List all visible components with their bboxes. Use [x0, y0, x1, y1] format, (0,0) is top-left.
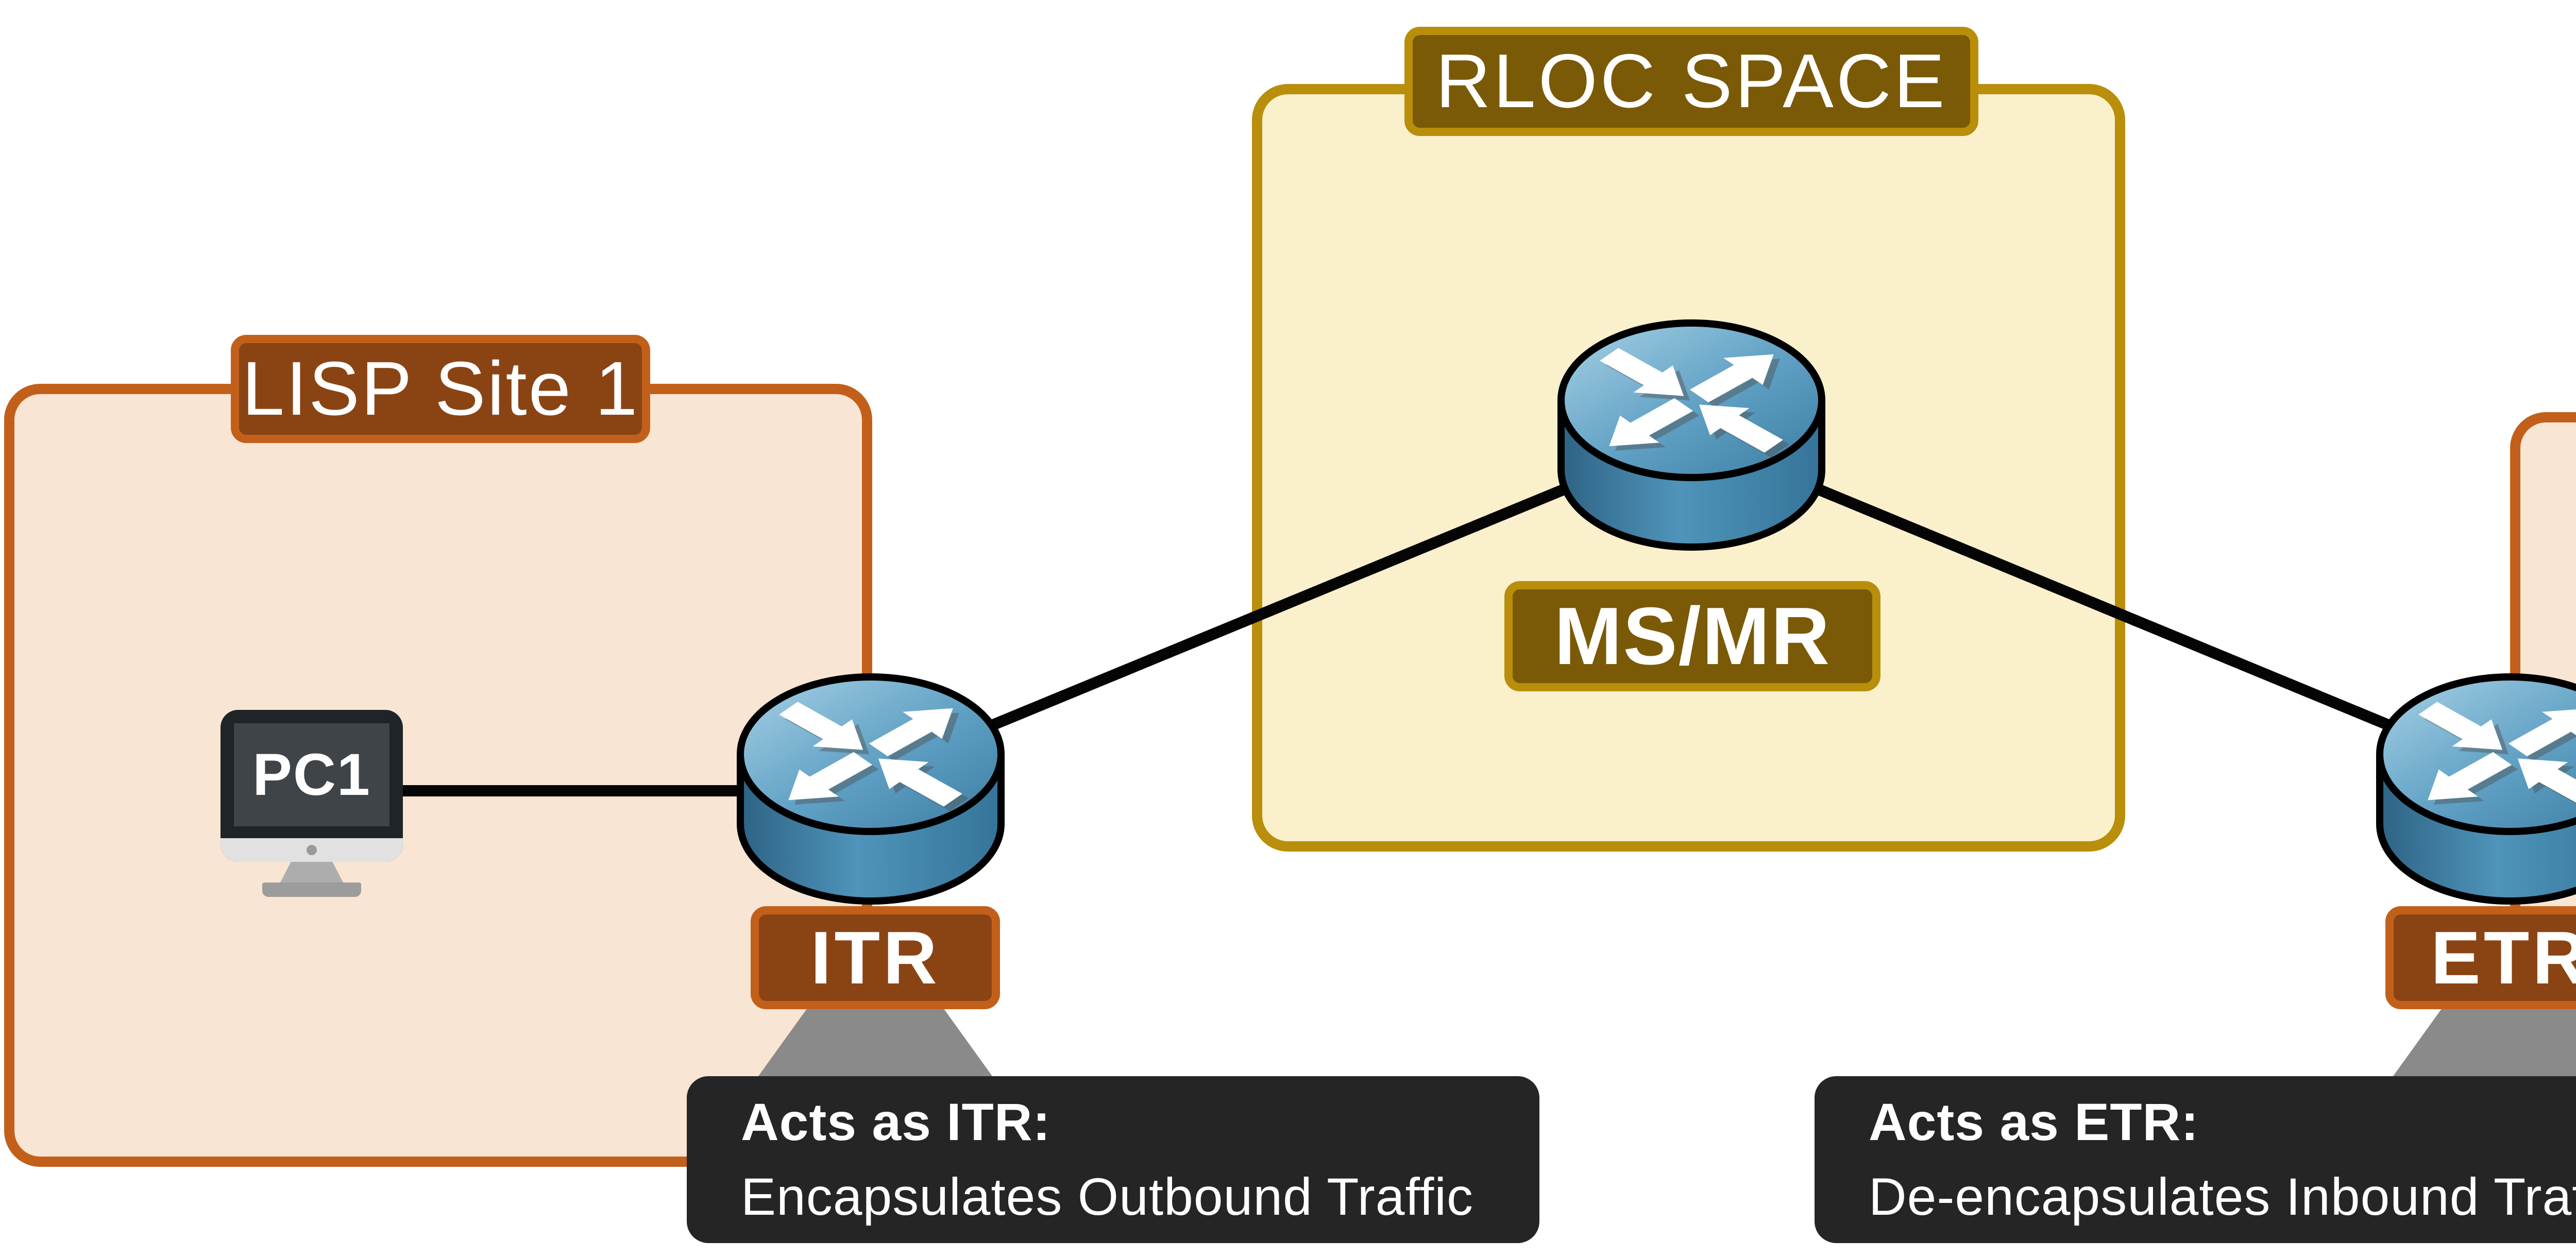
pc1-monitor: PC1	[221, 710, 403, 862]
msmr-label: MS/MR	[1504, 581, 1880, 691]
msmr-router-icon	[1555, 317, 1828, 554]
rloc-space-box	[1252, 84, 2125, 852]
pc1-computer: PC1	[221, 710, 403, 897]
itr-label: ITR	[751, 906, 1000, 1009]
itr-callout-pointer	[754, 1005, 996, 1082]
rloc-space-label: RLOC SPACE	[1404, 27, 1978, 136]
lisp-site1-box	[4, 384, 872, 1167]
etr-callout: Acts as ETR: De-encapsulates Inbound Tra…	[1815, 1076, 2576, 1243]
etr-label-text: ETR	[2431, 915, 2576, 999]
link-itr-msmr	[868, 431, 1694, 781]
link-msmr-etr	[1689, 431, 2513, 781]
itr-callout: Acts as ITR: Encapsulates Outbound Traff…	[687, 1076, 1539, 1243]
etr-callout-body: De-encapsulates Inbound Traffic	[1869, 1167, 2576, 1226]
etr-label: ETR	[2385, 906, 2576, 1009]
lisp-site1-label: LISP Site 1	[231, 335, 650, 443]
etr-callout-pointer	[2389, 1005, 2576, 1082]
lisp-site1-label-text: LISP Site 1	[242, 346, 639, 431]
pc1-stand	[280, 862, 343, 882]
pc1-camera-dot	[307, 845, 317, 855]
etr-router-icon	[2374, 671, 2576, 908]
msmr-label-text: MS/MR	[1554, 590, 1831, 682]
etr-callout-title: Acts as ETR:	[1869, 1093, 2199, 1151]
rloc-space-label-text: RLOC SPACE	[1435, 39, 1947, 124]
pc1-label: PC1	[252, 742, 371, 808]
pc1-screen: PC1	[234, 723, 389, 826]
itr-callout-body: Encapsulates Outbound Traffic	[741, 1167, 1473, 1226]
itr-router-icon	[734, 671, 1007, 908]
pc1-base	[262, 882, 361, 897]
itr-callout-title: Acts as ITR:	[741, 1093, 1051, 1151]
itr-label-text: ITR	[810, 915, 940, 999]
pc1-chin	[221, 838, 403, 862]
